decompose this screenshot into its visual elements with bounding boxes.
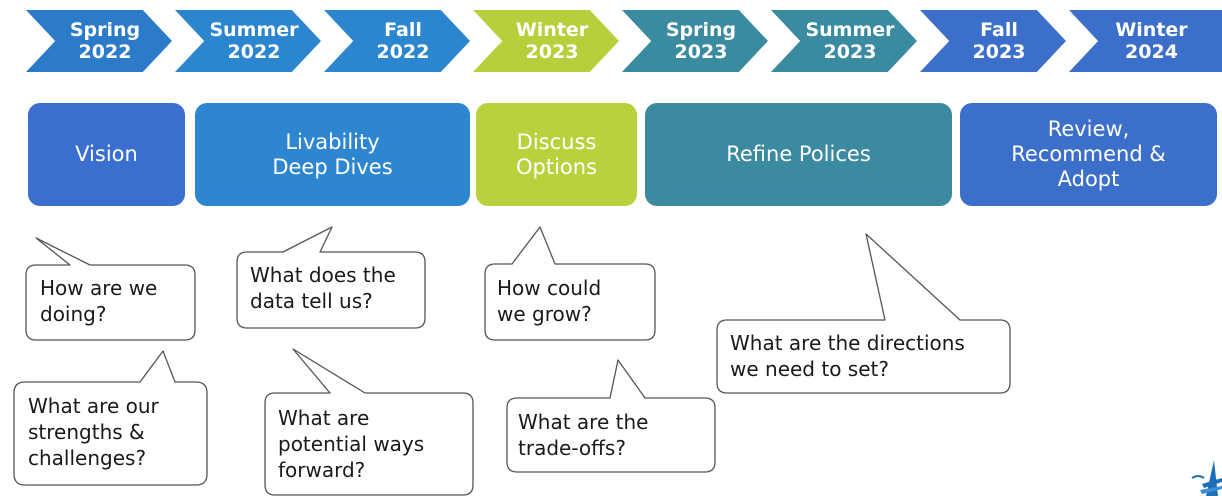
phase-label: Discuss Options (515, 129, 598, 179)
phase-discuss-options: Discuss Options (476, 103, 637, 206)
callout-bubble-trade-offs (506, 359, 716, 473)
timeline-year: 2023 (972, 41, 1026, 63)
timeline-season: Spring (665, 19, 737, 41)
callout-bubble-strengths-challenges (13, 350, 208, 486)
timeline-season: Fall (384, 19, 422, 41)
callout-strengths-challenges: What are our strengths & challenges? (28, 394, 159, 470)
timeline-year: 2022 (227, 41, 281, 63)
callout-data-tell-us: What does the data tell us? (250, 263, 396, 313)
timeline-season: Winter (1115, 19, 1188, 41)
callout-ways-forward: What are potential ways forward? (278, 406, 425, 482)
phase-label: Review, Recommend & Adopt (1011, 117, 1166, 191)
callout-how-could-we-grow: How could we grow? (497, 276, 602, 326)
callout-bubble-data-tell-us (236, 226, 426, 329)
phase-label: Refine Polices (726, 142, 871, 166)
phase-refine-polices: Refine Polices (645, 103, 952, 206)
timeline-season: Summer (209, 19, 299, 41)
timeline-year: 2024 (1125, 41, 1178, 63)
callout-bubble-how-are-we-doing (25, 237, 196, 341)
phase-review-recommend-adopt: Review, Recommend & Adopt (960, 103, 1217, 206)
timeline-chevron-summer-2022: Summer 2022 (175, 10, 321, 72)
callout-how-are-we-doing: How are we doing? (40, 276, 158, 326)
timeline: Spring 2022 Summer 2022 Fall 2022 Winter… (0, 0, 1222, 90)
timeline-chevron-spring-2023: Spring 2023 (622, 10, 768, 72)
callout-trade-offs: What are the trade-offs? (518, 410, 649, 460)
timeline-year: 2022 (376, 41, 430, 63)
timeline-season: Summer (805, 19, 895, 41)
city-logo-icon (1191, 460, 1222, 496)
callout-bubble-ways-forward (264, 348, 474, 496)
timeline-season: Spring (69, 19, 141, 41)
timeline-year: 2023 (674, 41, 728, 63)
timeline-year: 2022 (78, 41, 132, 63)
callout-bubble-how-could-we-grow (484, 226, 656, 341)
timeline-year: 2023 (525, 41, 579, 63)
timeline-year: 2023 (823, 41, 877, 63)
phase-label: Livability Deep Dives (272, 129, 393, 179)
phase-vision: Vision (28, 103, 185, 206)
phase-livability-deep-dives: Livability Deep Dives (195, 103, 470, 206)
timeline-season: Winter (515, 19, 589, 41)
callout-bubble-directions (716, 233, 1011, 394)
phase-label: Vision (75, 142, 138, 166)
timeline-season: Fall (980, 19, 1018, 41)
callout-directions: What are the directions we need to set? (730, 331, 965, 381)
